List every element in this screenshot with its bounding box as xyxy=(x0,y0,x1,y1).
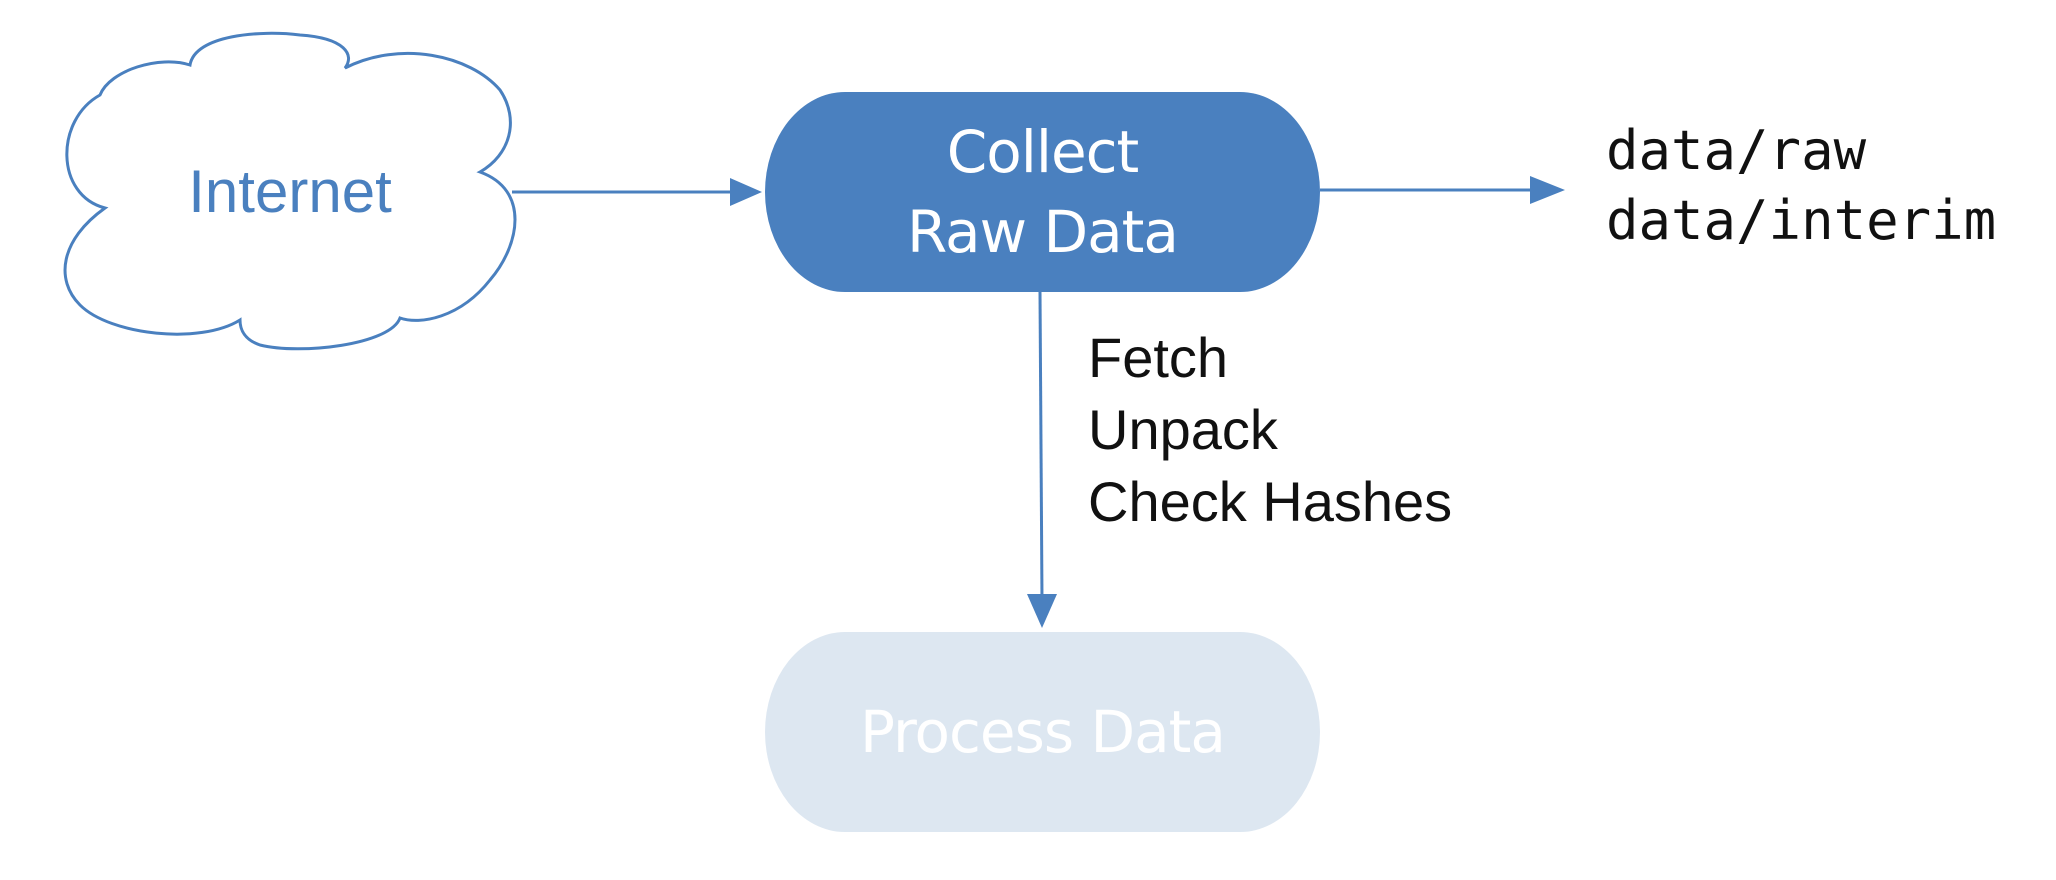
output-path-raw: data/raw xyxy=(1606,119,1867,182)
arrowhead-collect-to-process xyxy=(1027,594,1057,628)
step-fetch: Fetch xyxy=(1088,326,1229,389)
step-unpack: Unpack xyxy=(1088,398,1278,461)
process-data-node xyxy=(765,632,1320,832)
output-path-interim: data/interim xyxy=(1606,189,1997,252)
collect-label-line-2: Raw Data xyxy=(907,198,1179,266)
cloud-icon xyxy=(63,31,517,351)
collect-label-line-1: Collect xyxy=(946,118,1140,186)
arrowhead-internet-to-collect xyxy=(730,178,762,206)
step-check-hashes: Check Hashes xyxy=(1088,470,1453,533)
internet-label: Internet xyxy=(188,158,392,225)
arrow-collect-to-process xyxy=(1038,291,1044,601)
collect-raw-data-label: Collect Raw Data xyxy=(765,112,1320,272)
arrowhead-collect-to-outputs xyxy=(1530,176,1565,204)
output-paths: data/raw data/interim xyxy=(1606,116,1996,256)
process-data-label: Process Data xyxy=(860,698,1226,766)
collect-steps-list: Fetch Unpack Check Hashes xyxy=(1088,322,1452,538)
collect-raw-data-node xyxy=(765,92,1320,292)
